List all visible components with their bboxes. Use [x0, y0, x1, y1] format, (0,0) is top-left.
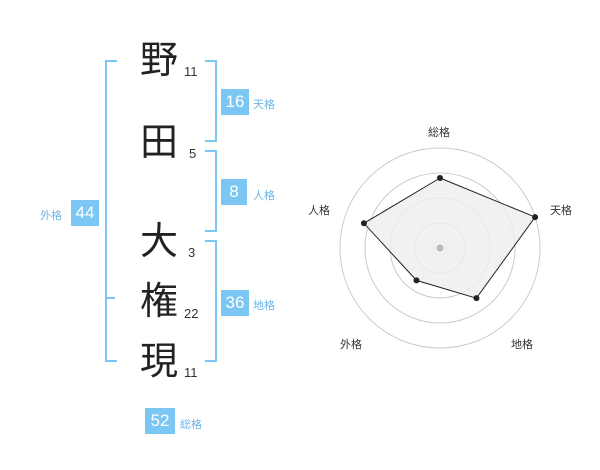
- tenkaku-label: 天格: [253, 98, 275, 111]
- jinkaku-label: 人格: [253, 189, 275, 202]
- radar-label-gaikaku: 外格: [340, 338, 362, 351]
- jinkaku-value: 8: [221, 179, 247, 205]
- soukaku-value: 52: [145, 408, 175, 434]
- radar-point-4: [413, 277, 420, 284]
- radar-point-5: [360, 220, 367, 227]
- stroke-count-5: 11: [184, 365, 198, 380]
- radar-point-1: [437, 175, 443, 181]
- name-char-1: 野: [139, 38, 178, 82]
- tenkaku-bracket: [205, 60, 217, 142]
- name-char-3: 大: [139, 219, 178, 263]
- radar-label-jinkaku: 人格: [308, 204, 330, 217]
- stroke-count-2: 5: [189, 146, 197, 161]
- stroke-count-4: 22: [184, 306, 199, 321]
- radar-ring-4: [339, 147, 541, 349]
- stroke-count-1: 11: [184, 64, 198, 79]
- name-char-2: 田: [139, 120, 178, 164]
- radar-point-2: [532, 214, 539, 221]
- radar-label-soukaku: 総格: [428, 126, 450, 139]
- radar-label-tenkaku: 天格: [550, 204, 572, 217]
- name-char-5: 現: [139, 339, 178, 383]
- tenkaku-value: 16: [221, 89, 249, 115]
- chikaku-label: 地格: [253, 299, 275, 312]
- radar-point-3: [473, 295, 480, 302]
- radar-label-chikaku: 地格: [511, 338, 533, 351]
- radar-ring-3: [364, 172, 516, 324]
- radar-center-dot: [436, 244, 444, 252]
- chikaku-bracket: [205, 240, 217, 362]
- soukaku-label: 総格: [180, 418, 202, 431]
- stroke-count-3: 3: [188, 245, 196, 260]
- jinkaku-bracket: [205, 150, 217, 232]
- radar-polygon: [363, 177, 536, 299]
- gaikaku-value: 44: [71, 200, 99, 226]
- gaikaku-label: 外格: [40, 209, 62, 222]
- gaikaku-bracket: [105, 60, 117, 362]
- radar-points: [360, 175, 539, 302]
- chikaku-value: 36: [221, 290, 249, 316]
- name-char-4: 権: [139, 279, 178, 323]
- gaikaku-bracket-tick: [105, 297, 115, 299]
